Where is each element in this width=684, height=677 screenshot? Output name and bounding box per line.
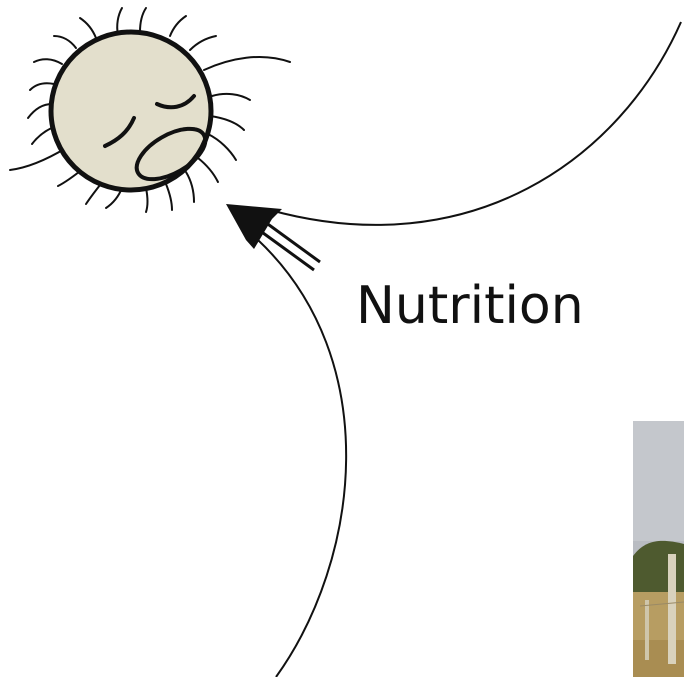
field-photo-thumbnail [633, 421, 684, 677]
nutrition-label: Nutrition [356, 274, 584, 338]
double-line-arrow-icon [226, 204, 320, 270]
microbe-face-icon [10, 8, 290, 212]
curve-bottom [258, 240, 346, 677]
curve-top-right [270, 22, 681, 225]
